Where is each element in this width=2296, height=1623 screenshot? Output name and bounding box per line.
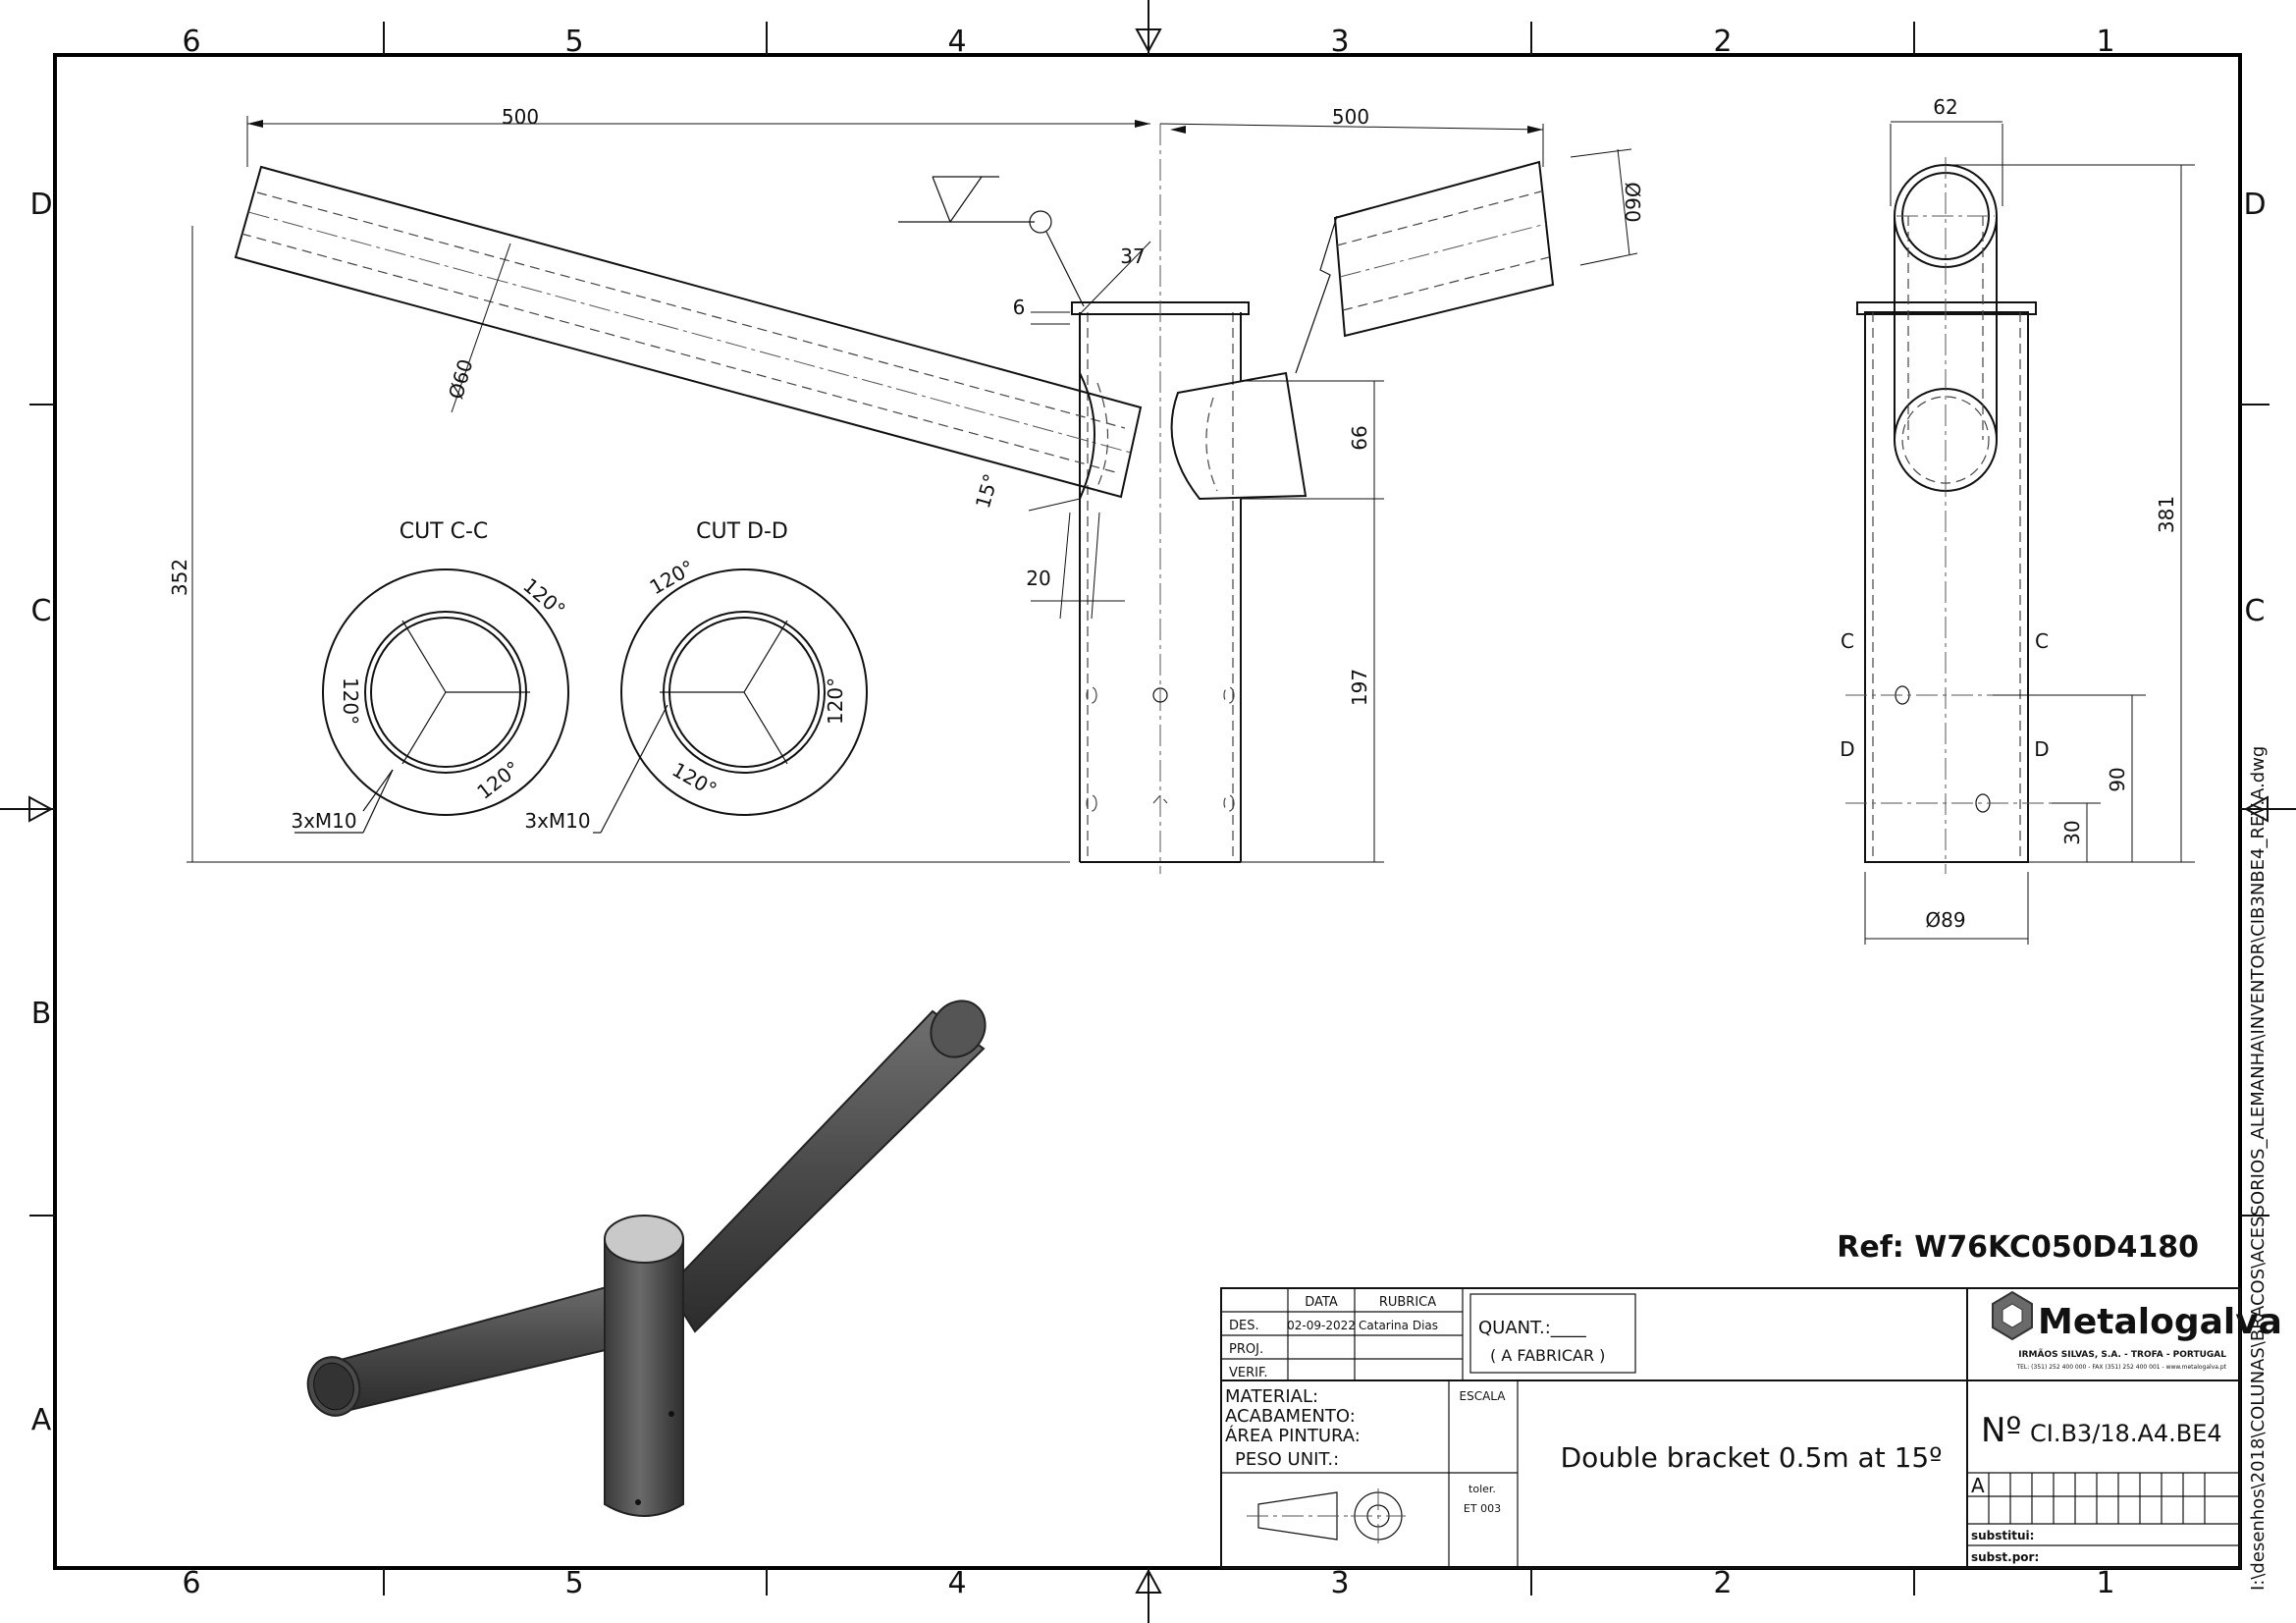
row-label-c-right: C <box>2245 594 2266 628</box>
side-view-dimensions <box>1864 121 2195 945</box>
col-label-6-bottom: 6 <box>182 1566 200 1600</box>
brand-contact: TEL: (351) 252 400 000 - FAX (351) 252 4… <box>2015 1364 2226 1371</box>
dim-height-lower: 197 <box>1348 669 1371 706</box>
front-view-dimensions <box>187 116 1638 863</box>
section-marker-c-right: C <box>2035 629 2049 653</box>
cut-d-d-bolts: 3xM10 <box>524 809 590 833</box>
dim-joint: 66 <box>1348 425 1371 450</box>
row-label-b-left: B <box>31 997 52 1031</box>
side-dim-base: Ø89 <box>1925 908 1965 932</box>
et-label: ET 003 <box>1464 1502 1501 1515</box>
subst-por-label: subst.por: <box>1971 1550 2039 1564</box>
cut-c-c-angle-1: 120° <box>518 573 569 622</box>
row-label-c-left: C <box>31 594 52 628</box>
dim-right-width: 500 <box>1332 105 1369 129</box>
cut-c-c-angle-2: 120° <box>339 677 362 725</box>
cut-d-d-angle-2: 120° <box>824 677 847 725</box>
brand-subtitle: IRMÃOS SILVAS, S.A. - TROFA - PORTUGAL <box>2018 1349 2226 1360</box>
material-label: MATERIAL: <box>1225 1386 1318 1407</box>
drawing-frame <box>53 53 2242 1570</box>
row-des-label: DES. <box>1229 1319 1259 1333</box>
toler-label: toler. <box>1468 1483 1496 1495</box>
peso-label: PESO UNIT.: <box>1235 1449 1339 1470</box>
col-label-4-top: 4 <box>947 25 966 59</box>
col-data-header: DATA <box>1305 1295 1338 1310</box>
col-label-2-bottom: 2 <box>1713 1566 1732 1600</box>
row-label-a-left: A <box>31 1403 52 1437</box>
cut-c-c-bolts: 3xM10 <box>291 809 356 833</box>
side-dim-height: 381 <box>2155 496 2178 533</box>
brand-logo-text: Metalogalva <box>2038 1302 2282 1342</box>
number-prefix: Nº <box>1981 1411 2021 1450</box>
dim-20: 20 <box>1026 567 1050 590</box>
cut-c-c-angle-3: 120° <box>472 756 524 804</box>
col-label-5-top: 5 <box>564 25 583 59</box>
row-label-d-left: D <box>29 188 52 222</box>
area-label: ÁREA PINTURA: <box>1225 1425 1361 1446</box>
col-label-4-bottom: 4 <box>947 1566 966 1600</box>
revision-label: A <box>1971 1474 1985 1497</box>
col-label-3-bottom: 3 <box>1330 1566 1349 1600</box>
dim-diameter-left: Ø60 <box>444 356 477 402</box>
col-label-2-top: 2 <box>1713 25 1732 59</box>
front-view <box>234 124 1555 874</box>
dim-height-total: 352 <box>168 559 191 596</box>
file-path: I:\desenhos\2018\COLUNAS\BRACOS\ACESSORI… <box>2248 746 2269 1591</box>
col-label-3-top: 3 <box>1330 25 1349 59</box>
side-dim-width: 62 <box>1933 95 1957 119</box>
col-label-1-top: 1 <box>2096 25 2114 59</box>
acabamento-label: ACABAMENTO: <box>1225 1406 1356 1427</box>
cut-d-d <box>593 568 868 834</box>
des-date: 02-09-2022 <box>1287 1319 1356 1332</box>
row-verif-label: VERIF. <box>1229 1366 1268 1380</box>
dim-6: 6 <box>1013 296 1026 319</box>
side-dim-30: 30 <box>2060 820 2084 844</box>
cut-d-d-title: CUT D-D <box>696 519 788 544</box>
dim-left-width: 500 <box>502 105 539 129</box>
col-label-6-top: 6 <box>182 25 200 59</box>
substitui-label: substitui: <box>1971 1529 2034 1542</box>
section-marker-c-left: C <box>1841 629 1854 653</box>
col-label-1-bottom: 1 <box>2096 1566 2114 1600</box>
side-view <box>1845 157 2052 874</box>
dim-angle: 15° <box>971 471 1003 512</box>
col-rubrica-header: RUBRICA <box>1379 1295 1436 1310</box>
cut-c-c-title: CUT C-C <box>400 519 489 544</box>
col-label-5-bottom: 5 <box>564 1566 583 1600</box>
cut-c-c <box>294 568 569 834</box>
drawing-number: CI.B3/18.A4.BE4 <box>2030 1420 2222 1447</box>
isometric-view <box>306 1000 987 1517</box>
part-description: Double bracket 0.5m at 15º <box>1561 1441 1943 1474</box>
reference-code: Ref: W76KC050D4180 <box>1837 1230 2199 1265</box>
dim-diameter-right: Ø60 <box>1621 182 1644 222</box>
section-marker-d-left: D <box>1840 737 1854 761</box>
escala-label: ESCALA <box>1460 1389 1507 1403</box>
dim-37: 37 <box>1120 244 1145 268</box>
des-name: Catarina Dias <box>1359 1319 1438 1332</box>
row-label-d-right: D <box>2243 188 2266 222</box>
side-dim-90: 90 <box>2106 767 2129 791</box>
row-proj-label: PROJ. <box>1229 1342 1263 1357</box>
title-block <box>1220 1287 2241 1569</box>
quant-note: ( A FABRICAR ) <box>1490 1346 1605 1365</box>
quant-label: QUANT.:____ <box>1478 1318 1587 1338</box>
section-marker-d-right: D <box>2034 737 2049 761</box>
